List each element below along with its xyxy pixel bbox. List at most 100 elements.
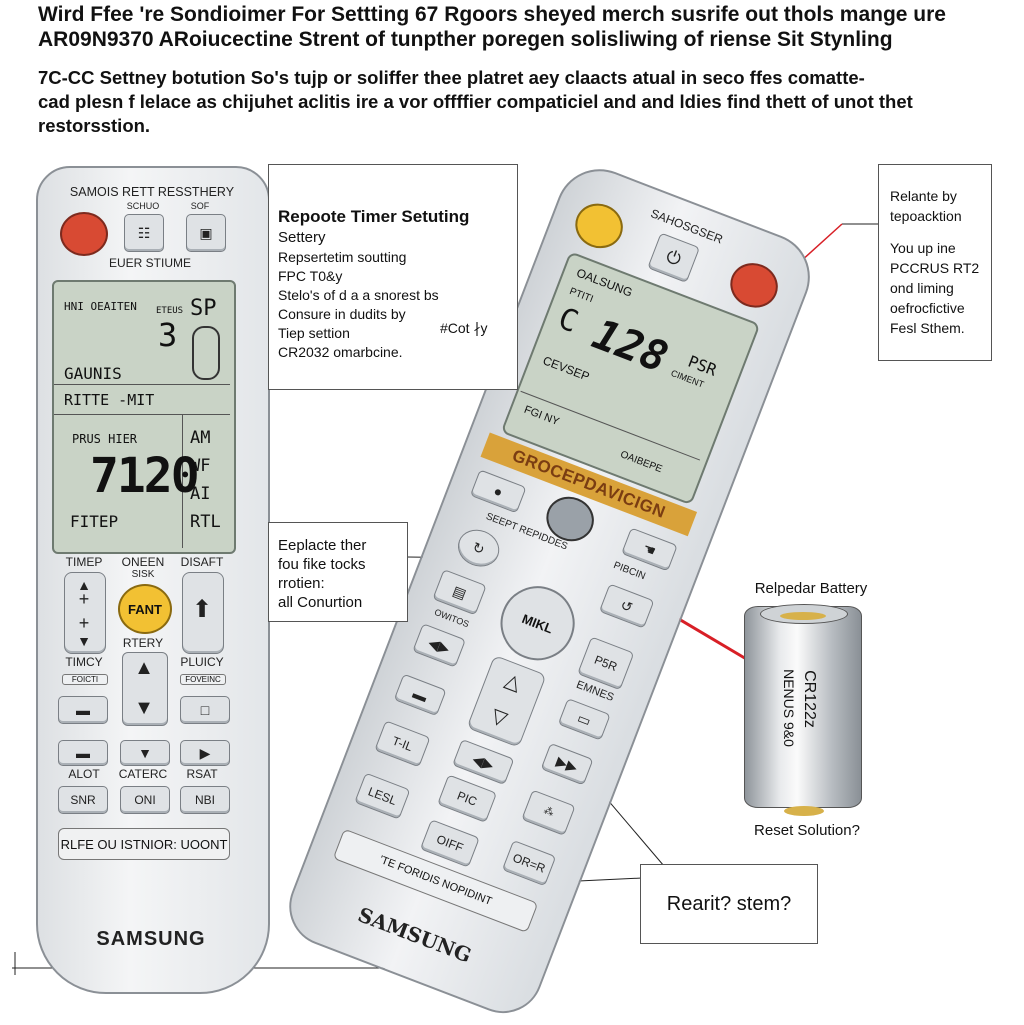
left-lcd-top-right: SP <box>190 296 217 321</box>
timer-line: Tiep settion <box>278 325 350 341</box>
power-icon: ⏻ <box>663 245 684 270</box>
lcd-side-rtl: RTL <box>190 512 221 532</box>
mikl-label: MIKL <box>520 610 556 636</box>
button-lesl-label: LESL <box>366 784 399 808</box>
left-lcd-mode: GAUNIS <box>64 364 122 383</box>
left-footer-bar-label: RLFE OU ISTNIOR: UOONT <box>60 836 228 852</box>
label-caterc: CATERC <box>118 767 168 781</box>
label-sisk: SISK <box>131 569 155 580</box>
box-icon: ▣ <box>199 225 213 241</box>
fan-icon <box>192 326 220 380</box>
left-sub-label: EUER STIUME <box>108 256 191 270</box>
battery-label-2: NENUS 9&0 <box>780 669 797 747</box>
box-icon-2: □ <box>200 702 210 718</box>
label-rtery: RTERY <box>122 636 164 650</box>
battery-title: Relpedar Battery <box>754 580 868 597</box>
down-arrow-icon: ▼ <box>77 633 91 649</box>
down-arrow-icon-2: ▼ <box>134 697 154 719</box>
swirl-icon-2: ↺ <box>618 596 636 616</box>
timer-line: Stelo's of d a a snorest bs <box>278 287 439 303</box>
temp-rocker[interactable] <box>64 572 106 654</box>
left-small-button-5[interactable]: ▶ <box>180 740 230 766</box>
battery-replace-line: tepoacktion <box>890 208 962 224</box>
dash-icon: ▬ <box>76 745 90 761</box>
left-lcd-top: HNI OEAITEN <box>64 300 137 313</box>
button-oni-label: ONI <box>134 793 156 807</box>
timer-line: CR2032 omarbcine. <box>278 344 403 360</box>
battery-replace-line: Fesl Sthem. <box>890 320 965 336</box>
keypad-icon: ⁂ <box>541 805 556 820</box>
dot-icon: ▬ <box>76 702 90 718</box>
timer-line: Repsertetim soutting <box>278 249 407 265</box>
doc-icon: ▤ <box>450 582 469 603</box>
restart-callout: Rearit? stem? <box>640 864 818 944</box>
timer-callout-subtitle: Settery <box>278 229 326 246</box>
up-arrow-icon: ▲ <box>77 577 91 593</box>
battery-replace-line: PCCRUS RT2 <box>890 260 980 276</box>
replace-timer-line: rrotien: <box>278 575 325 592</box>
left-brand-logo: SAMSUNG <box>96 928 206 950</box>
left-mode-button[interactable]: ▣ <box>186 214 226 252</box>
battery-replace-callout <box>878 164 992 361</box>
left-footer-bar: RLFE OU ISTNIOR: UOONT <box>58 828 230 860</box>
box-icon-3: ▭ <box>575 709 594 730</box>
left-lcd-bottom: FITEP <box>70 512 119 531</box>
lcd-side-am: AM <box>190 428 211 448</box>
up-arrow-icon-2: ⬆ <box>191 596 213 623</box>
label-oneen: ONEEN <box>121 555 165 569</box>
left-lcd-mid: PRUS HIER <box>72 432 138 446</box>
battery-caption: Reset Solution? <box>754 822 860 839</box>
left-lcd-display <box>52 280 236 554</box>
list-icon: ☷ <box>137 225 151 241</box>
label-timcy: TIMCY <box>65 655 103 669</box>
button-snr-label: SNR <box>70 793 96 807</box>
battery-replace-line: ond liming <box>890 280 954 296</box>
swirl-icon: ↻ <box>470 538 487 558</box>
fan-button-label: FANT <box>128 601 162 617</box>
label-pluicy: PLUICY <box>180 655 224 669</box>
button-oiff-label: OIFF <box>434 832 466 855</box>
page-title: Wird Ffee 're Sondioimer For Settting 67… <box>38 3 946 51</box>
timer-callout-title: Repoote Timer Setuting <box>278 207 470 226</box>
left-remote-top-label: SAMOIS RETT RESSTHERY <box>69 185 235 199</box>
swing-rocker[interactable] <box>182 572 224 654</box>
timer-line: Consure in dudits by <box>278 306 406 322</box>
timer-callout-extra: #Cot ∤y <box>440 320 488 336</box>
spacer <box>890 226 979 238</box>
left-small-button-4[interactable]: ▼ <box>120 740 170 766</box>
play-icon-4: ▶▶ <box>554 752 580 776</box>
left-lcd-mini: ETEUS <box>156 306 184 316</box>
timer-line: FPC T0&y <box>278 268 343 284</box>
dot-icon-2: ● <box>491 482 506 501</box>
button-til-label: T-IL <box>390 733 415 755</box>
button-oni[interactable]: ONI <box>120 786 170 814</box>
left-small-button-2[interactable]: □ <box>180 696 230 724</box>
lcd-side-wf: WF <box>190 456 211 476</box>
left-small-button-1[interactable]: ▬ <box>58 696 108 724</box>
button-nbi[interactable]: NBI <box>180 786 230 814</box>
replace-timer-callout <box>268 522 408 622</box>
left-lcd-strip: RITTE -MIT <box>64 391 155 409</box>
left-lcd-big-digit: 3 <box>158 316 178 354</box>
lcd-side-ai: AI <box>190 484 211 504</box>
battery-illustration <box>744 606 862 808</box>
fan-button[interactable]: FANT <box>118 584 172 634</box>
label-alot: ALOT <box>68 767 100 781</box>
button-orr-label: OR=R <box>510 850 548 876</box>
left-small-label-1: SCHUO <box>126 201 160 211</box>
battery-replace-line: You up ine <box>890 240 956 256</box>
left-small-button-3[interactable]: ▬ <box>58 740 108 766</box>
button-pic-label: PIC <box>455 788 479 809</box>
button-snr[interactable]: SNR <box>58 786 108 814</box>
up-arrow-icon-3: ▲ <box>134 657 154 679</box>
battery-terminal <box>780 612 826 620</box>
replace-timer-line: fou fike tocks <box>278 556 366 573</box>
plus-icon: + <box>78 589 90 609</box>
label-rsat: RSAT <box>186 767 218 781</box>
replace-timer-line: all Conurtion <box>278 594 363 611</box>
power-button[interactable] <box>60 212 108 256</box>
battery-bottom-terminal <box>784 806 824 816</box>
play-icon-2: ◀▶ <box>426 634 453 657</box>
left-menu-button[interactable]: ☷ <box>124 214 164 252</box>
temp-pad[interactable] <box>122 652 168 726</box>
